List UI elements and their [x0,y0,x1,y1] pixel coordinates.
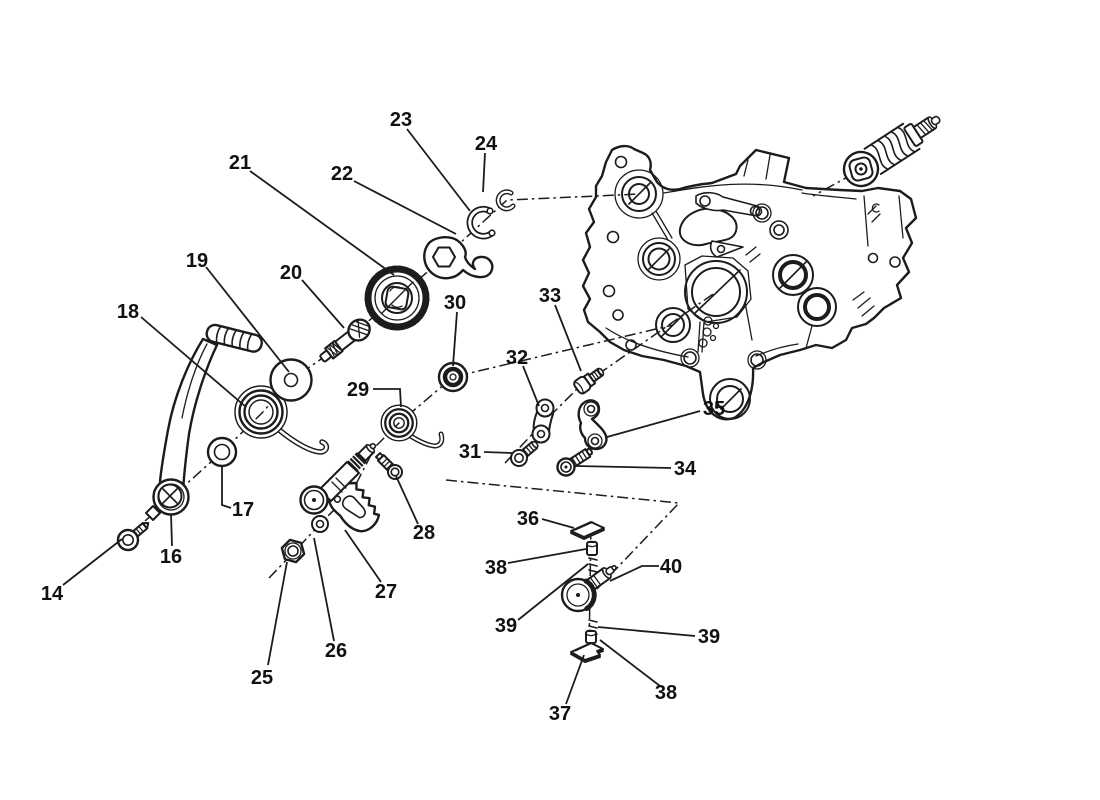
part-31-bolt [510,440,539,467]
leader-line-40 [609,565,659,582]
detail-wedge-line [445,479,681,590]
part-19-washer [269,358,313,402]
leader-line-25 [267,561,288,666]
part-37-plate [570,642,604,663]
part-23-circlip [466,206,496,240]
part-14-bolt [116,521,150,552]
leader-line-23 [406,128,471,212]
part-35-stopper-plate [577,399,608,451]
leader-line-31 [483,451,513,454]
part-number-label-38: 38 [655,682,677,704]
part-38-pin-top [586,540,598,556]
part-18-kick-return-spring [234,385,330,455]
part-number-label-29: 29 [347,379,369,401]
part-25-nut [280,538,306,564]
part-number-label-35: 35 [703,398,725,420]
part-38-pin-bottom [585,629,597,644]
leader-line-39 [517,563,589,621]
leader-line-39 [597,626,696,637]
part-24-clip [495,189,516,212]
leader-line-17 [221,465,232,509]
part-number-label-39: 39 [495,615,517,637]
leader-lines [62,128,701,705]
part-number-label-38: 38 [485,557,507,579]
leader-line-18 [140,316,247,408]
part-number-label-21: 21 [229,152,251,174]
leader-line-16 [170,513,173,547]
leader-line-34 [575,465,672,469]
parts-art [116,115,941,663]
part-number-label-19: 19 [186,250,208,272]
part-29-ratchet-spring [380,404,445,449]
part-28-bolt [375,452,403,480]
leader-line-20 [301,279,345,329]
leader-line-26 [313,537,335,642]
part-number-label-34: 34 [674,458,697,480]
leader-line-37 [565,654,585,705]
part-number-label-37: 37 [549,703,571,725]
part-34-bolt [556,447,594,477]
part-number-label-27: 27 [375,581,397,603]
part-number-label-30: 30 [444,292,466,314]
leader-line-36 [541,518,575,529]
engine-crankcase [581,144,918,421]
leader-line-24 [482,152,486,193]
part-40-oil-pump [560,564,617,613]
part-number-label-33: 33 [539,285,561,307]
tensioner-assembly [842,115,941,188]
part-22-ratchet-pawl [423,236,494,280]
part-20-kick-shaft [319,318,371,363]
part-number-label-28: 28 [413,522,435,544]
part-number-label-16: 16 [160,546,182,568]
leader-line-35 [606,410,701,438]
leader-line-28 [395,475,419,525]
part-26-washer [311,515,329,533]
part-number-label-22: 22 [331,163,353,185]
leader-line-14 [62,538,123,586]
part-number-label-36: 36 [517,508,539,530]
part-number-label-31: 31 [459,441,481,463]
leader-line-19 [205,266,290,373]
leader-line-33 [554,304,582,372]
part-21-kick-idle-gear [364,265,430,331]
leader-line-38 [599,639,661,687]
part-33-plug-bolt [573,367,605,395]
part-number-label-14: 14 [41,583,64,605]
part-number-label-23: 23 [390,109,412,131]
part-39-spring-top [588,557,598,573]
leader-line-21 [249,170,395,276]
stopper-bolt-axis [504,291,717,464]
part-27-ratchet-guide [299,442,381,533]
part-number-label-40: 40 [660,556,682,578]
leader-line-32 [522,365,540,407]
part-number-label-32: 32 [506,347,528,369]
part-30-bushing [437,361,469,393]
part-17-bushing [206,436,238,468]
part-32-link [531,398,555,444]
part-16-lever-bolt [157,483,183,509]
leader-line-27 [344,529,382,583]
leader-line-38 [507,548,587,564]
leader-line-30 [452,311,458,367]
part-number-label-24: 24 [475,133,498,155]
part-36-plate [570,521,605,540]
part-number-label-17: 17 [232,499,254,521]
part-number-labels: 14 16 17 18 19 20 21 22 23 24 25 26 27 28 29 30 31 32 33 34… [41,109,725,725]
part-number-label-20: 20 [280,262,302,284]
part-number-label-39: 39 [698,626,720,648]
leader-line-22 [353,180,457,235]
part-number-label-25: 25 [251,667,273,689]
part-number-label-18: 18 [117,301,139,323]
part-number-label-26: 26 [325,640,347,662]
leader-line-29 [373,388,402,408]
